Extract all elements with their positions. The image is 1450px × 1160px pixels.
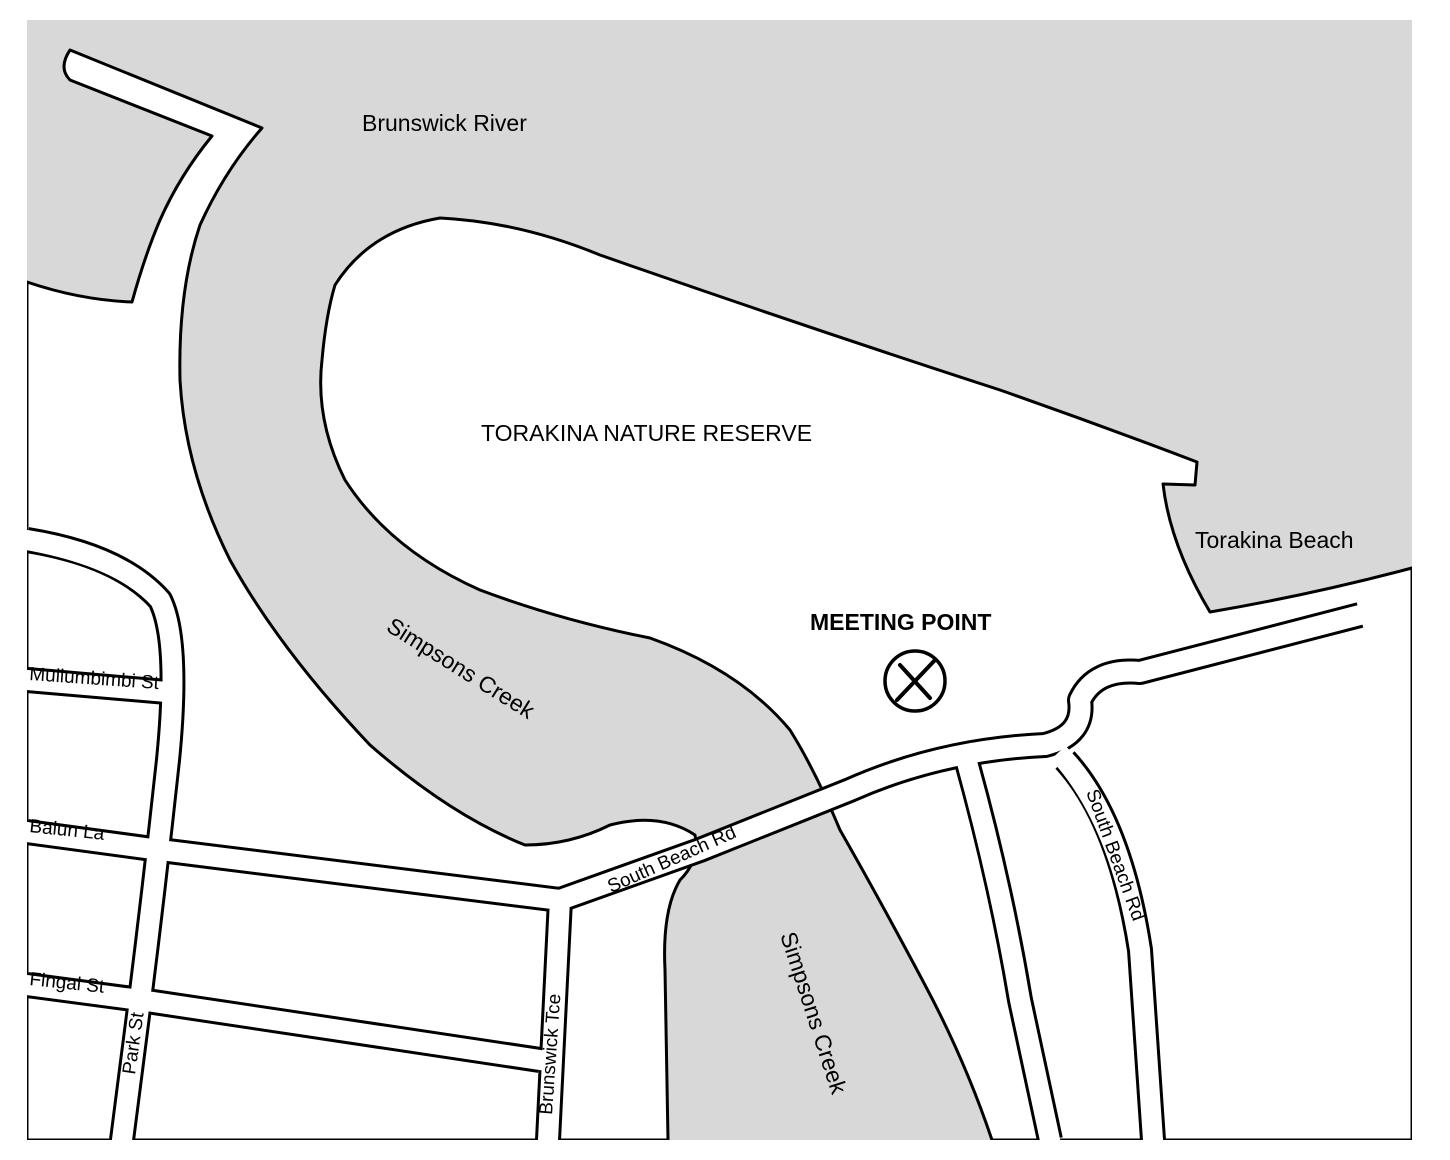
west-land	[25, 48, 698, 1142]
label-torakina-beach: Torakina Beach	[1195, 527, 1354, 553]
circled-x-icon	[883, 649, 947, 713]
label-meeting-point: MEETING POINT	[810, 609, 991, 635]
label-brunswick-river: Brunswick River	[362, 110, 527, 136]
label-torakina-nature-reserve: TORAKINA NATURE RESERVE	[481, 420, 812, 446]
